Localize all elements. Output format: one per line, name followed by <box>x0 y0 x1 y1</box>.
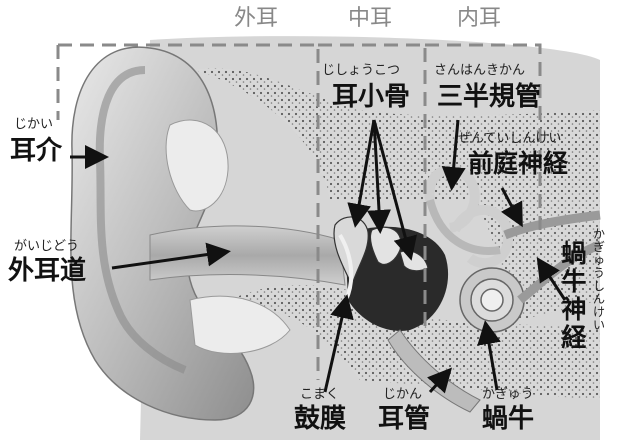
ossicles-reading: じしょうこつ <box>322 64 400 77</box>
cochlear-nerve-label: 蝸牛神経 <box>560 240 588 352</box>
region-inner-ear-label: 内耳 <box>457 8 501 30</box>
region-outer-ear-label: 外耳 <box>234 8 278 30</box>
region-middle-ear-label: 中耳 <box>348 8 392 30</box>
auricle-label: 耳介 <box>10 138 62 164</box>
eustachian-tube-reading: じかん <box>383 388 422 401</box>
vestibular-nerve-label: 前庭神経 <box>468 151 568 176</box>
semicircular-canals-reading: さんはんきかん <box>434 64 525 77</box>
ear-canal-reading: がいじどう <box>14 240 79 253</box>
cochlea-inner <box>481 289 503 311</box>
cochlear-nerve-reading: かぎゅうしんけい <box>592 228 606 332</box>
ear-canal-label: 外耳道 <box>8 258 86 284</box>
auricle-reading: じかい <box>14 118 53 131</box>
eustachian-tube-label: 耳管 <box>378 406 430 432</box>
cochlea-reading: かぎゅう <box>482 388 534 401</box>
ossicles-label: 耳小骨 <box>332 84 410 110</box>
cochlea-label: 蝸牛 <box>482 406 534 432</box>
vestibular-nerve-reading: ぜんていしんけい <box>458 132 561 145</box>
eardrum-reading: こまく <box>300 388 339 401</box>
semicircular-canals-label: 三半規管 <box>437 84 541 110</box>
eardrum-label: 鼓膜 <box>294 406 346 432</box>
